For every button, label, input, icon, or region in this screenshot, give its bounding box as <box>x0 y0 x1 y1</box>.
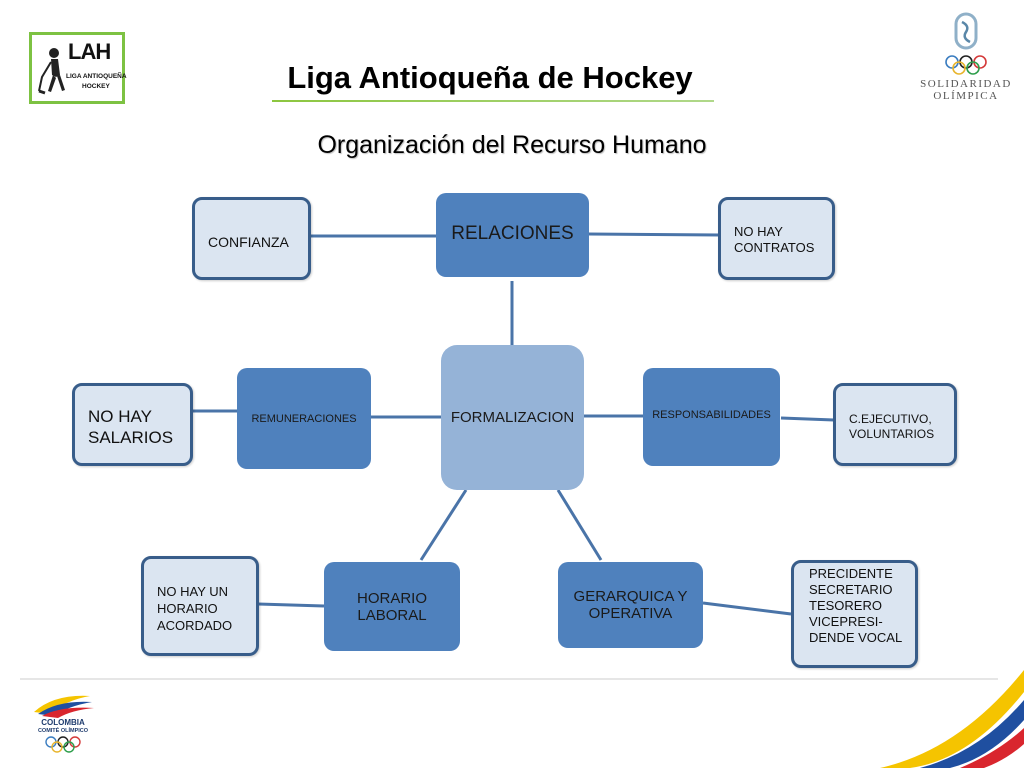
note-confianza-text: CONFIANZA <box>208 234 289 250</box>
note-no-contratos-text: NO HAY CONTRATOS <box>734 224 815 255</box>
olympic-rings-footer-icon <box>45 736 81 753</box>
node-relaciones: RELACIONES <box>436 193 589 277</box>
lah-logo: LAH LIGA ANTIOQUEÑA HOCKEY <box>29 32 127 104</box>
node-formalizacion-center: FORMALIZACION <box>441 345 584 490</box>
node-responsabilidades: RESPONSABILIDADES <box>643 368 780 466</box>
note-ejecutivo-text: C.EJECUTIVO, VOLUNTARIOS <box>849 412 935 441</box>
node-responsabilidades-label: RESPONSABILIDADES <box>652 409 771 421</box>
page-title: Liga Antioqueña de Hockey <box>287 60 693 95</box>
lah-logo-abbr: LAH <box>68 39 111 64</box>
node-horario-label: HORARIO LABORAL <box>356 589 427 624</box>
colombia-comite-olimpico-logo: COLOMBIA COMITÉ OLÍMPICO <box>28 690 98 756</box>
connector-formalizacion-horario <box>419 489 468 561</box>
colombia-flag-wave-icon <box>34 695 94 718</box>
title-underline <box>272 100 714 102</box>
connector-responsabilidades-ejecutivo <box>780 416 835 422</box>
footer-divider <box>20 678 998 680</box>
node-horario-laboral: HORARIO LABORAL <box>324 562 460 651</box>
note-ejecutivo-voluntarios: C.EJECUTIVO, VOLUNTARIOS <box>833 383 957 466</box>
corner-flag-stripes <box>880 670 1024 768</box>
note-no-horario: NO HAY UN HORARIO ACORDADO <box>141 556 259 656</box>
node-gerarquica-operativa: GERARQUICA Y OPERATIVA <box>558 562 703 648</box>
node-remuneraciones-label: REMUNERACIONES <box>251 412 357 425</box>
lah-logo-line2: HOCKEY <box>82 83 110 90</box>
connector-formalizacion-gerarquica <box>556 489 603 561</box>
node-gerarquica-label: GERARQUICA Y OPERATIVA <box>573 588 688 622</box>
connector-gerarquica-cargos <box>702 601 792 616</box>
note-confianza: CONFIANZA <box>192 197 311 280</box>
colombia-logo-line1: COLOMBIA <box>41 718 85 727</box>
solidaridad-logo-line2: OLÍMPICA <box>933 90 999 102</box>
note-no-salarios: NO HAY SALARIOS <box>72 383 193 466</box>
note-cargos: PRECIDENTE SECRETARIO TESORERO VICEPRESI… <box>791 560 918 668</box>
note-no-contratos: NO HAY CONTRATOS <box>718 197 835 280</box>
note-no-salarios-text: NO HAY SALARIOS <box>88 407 174 447</box>
connector-no-horario-horario <box>257 602 325 608</box>
page-subtitle: Organización del Recurso Humano <box>317 131 707 159</box>
connector-relaciones-no-contratos <box>587 232 721 237</box>
hockey-player-icon <box>38 48 65 95</box>
node-remuneraciones: REMUNERACIONES <box>237 368 371 469</box>
solidaridad-logo-line1: SOLIDARIDAD <box>920 78 1012 90</box>
note-cargos-text: PRECIDENTE SECRETARIO TESORERO VICEPRESI… <box>809 566 903 645</box>
lah-logo-line1: LIGA ANTIOQUEÑA <box>66 73 127 80</box>
node-relaciones-label: RELACIONES <box>451 223 574 244</box>
node-formalizacion-label: FORMALIZACION <box>450 409 575 426</box>
olympic-rings-icon <box>945 12 987 75</box>
colombia-logo-line2: COMITÉ OLÍMPICO <box>37 728 89 734</box>
solidaridad-olimpica-logo: SOLIDARIDAD OLÍMPICA <box>918 12 1014 104</box>
note-no-horario-text: NO HAY UN HORARIO ACORDADO <box>157 584 233 633</box>
